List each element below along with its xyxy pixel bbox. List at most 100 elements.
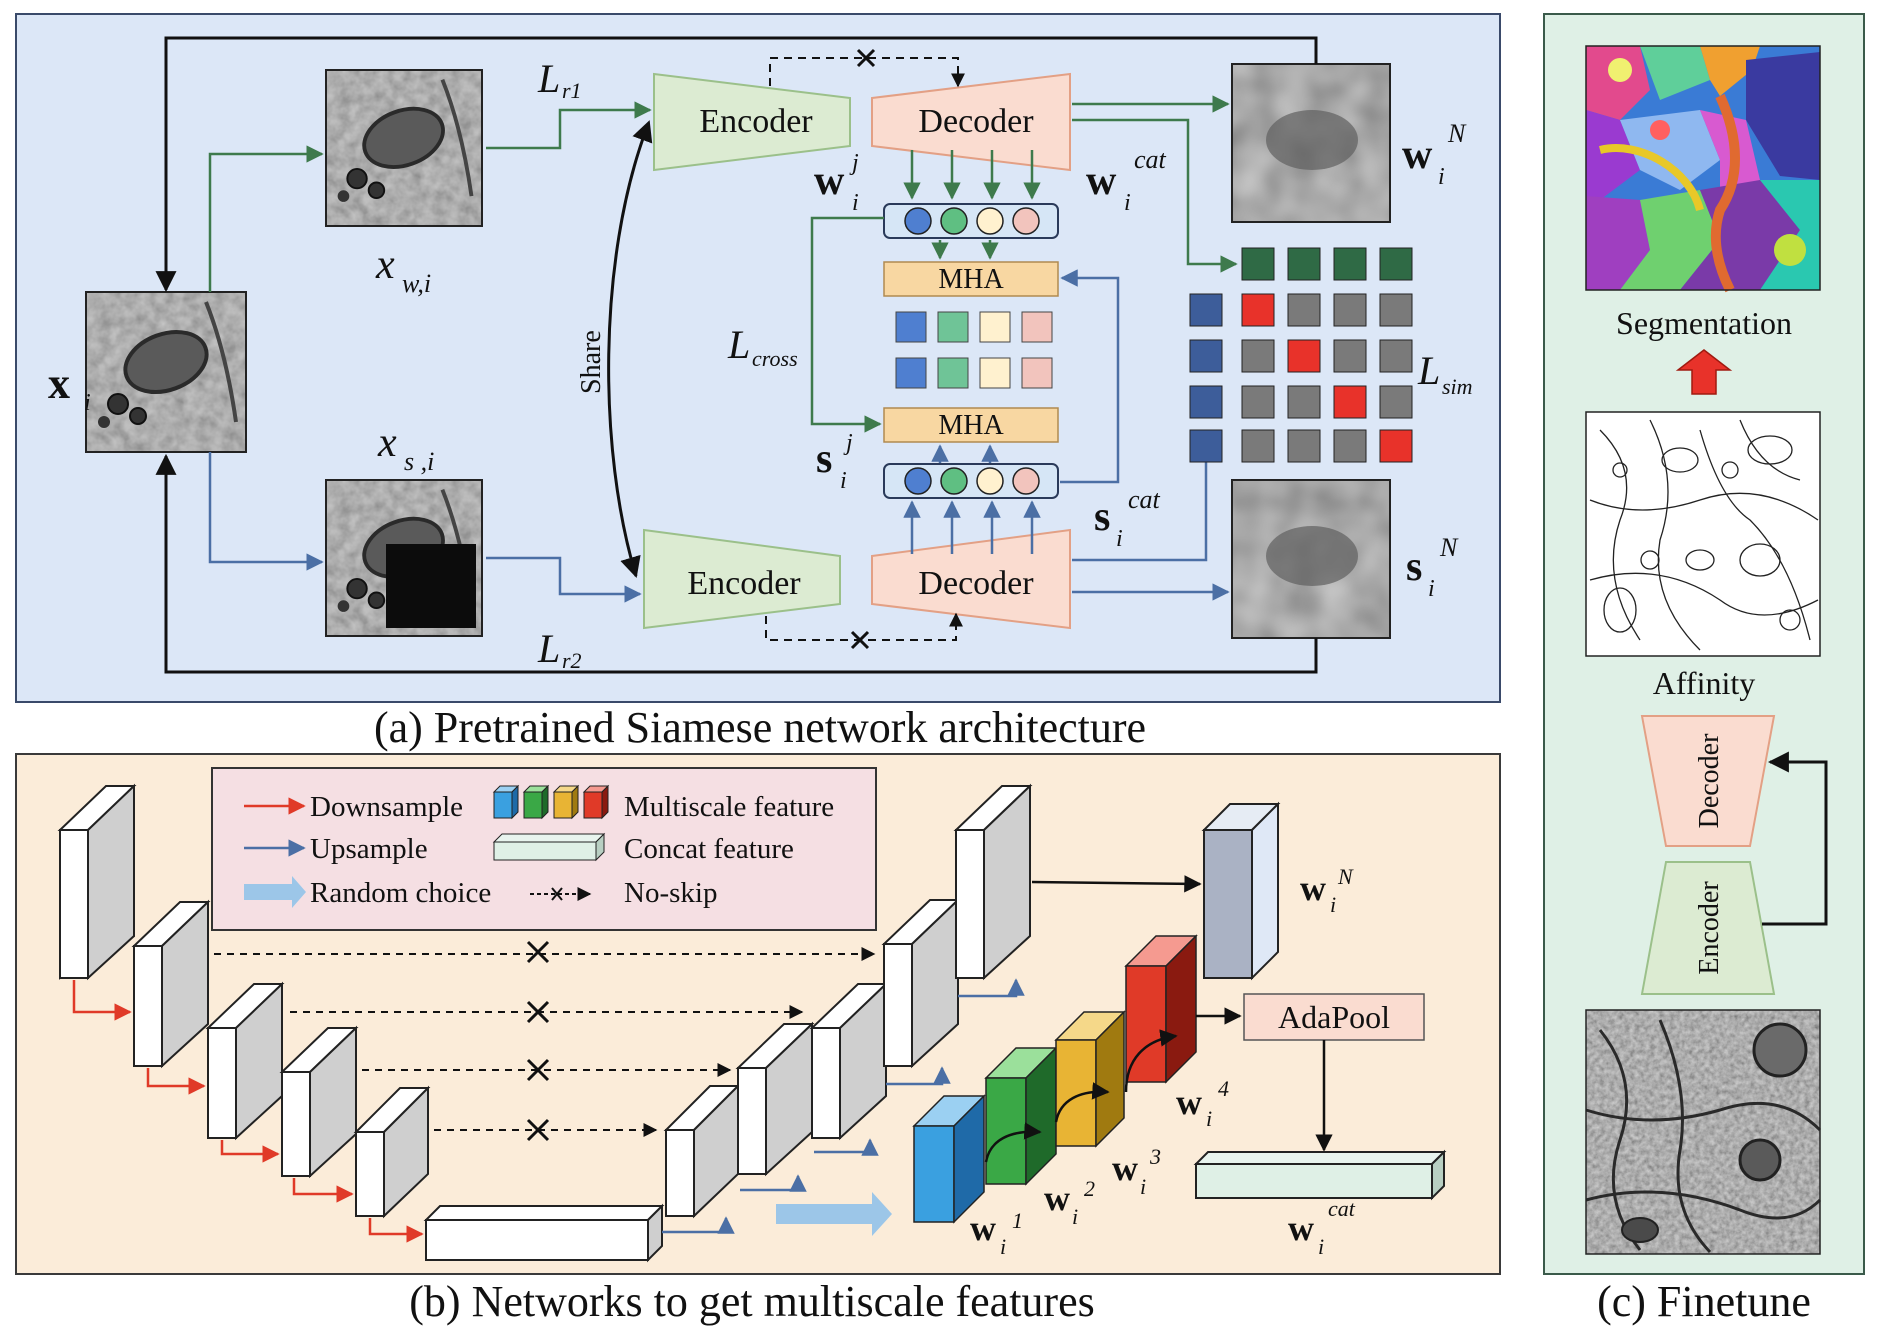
share-arrow: [607, 120, 653, 579]
label-b-w4: w i 4: [1176, 1076, 1229, 1131]
svg-text:s: s: [816, 436, 832, 482]
adapool-box: AdaPool: [1243, 993, 1425, 1041]
svg-text:Decoder: Decoder: [1694, 733, 1725, 829]
share-label: Share: [576, 330, 607, 394]
affinity-map: [1585, 411, 1821, 657]
enc-block-3: [205, 981, 285, 1141]
feature-cube-w4: [1124, 934, 1198, 1084]
encoder-top: Encoder: [653, 72, 851, 172]
svg-text:i: i: [84, 390, 91, 416]
decoder-bottom: Decoder: [871, 528, 1071, 630]
svg-text:s ,i: s ,i: [404, 447, 434, 476]
svg-text:L: L: [727, 322, 750, 367]
s-cat-arrow: [1072, 444, 1215, 562]
weak-aug-image: [326, 70, 482, 226]
cube-chain-arrows: [984, 1029, 1178, 1163]
svg-text:x: x: [377, 420, 397, 466]
svg-text:Encoder: Encoder: [1694, 881, 1725, 975]
svg-text:1: 1: [1012, 1208, 1023, 1233]
svg-text:Decoder: Decoder: [918, 565, 1034, 602]
svg-text:cat: cat: [1128, 485, 1161, 514]
s-to-mha-top-arrow: [1060, 269, 1120, 484]
label-b-wcat: w i cat: [1288, 1196, 1356, 1259]
to-strong-aug-arrow: [208, 452, 324, 571]
downsample-arrows: [72, 980, 424, 1243]
output-block-wN: [1201, 801, 1281, 981]
svg-text:MHA: MHA: [938, 410, 1004, 441]
svg-text:N: N: [1337, 864, 1354, 889]
svg-text:i: i: [1072, 1204, 1078, 1229]
svg-text:w: w: [1300, 868, 1326, 908]
svg-text:w,i: w,i: [402, 269, 431, 298]
s-token-bar: [883, 463, 1059, 499]
no-skip-bottom: [765, 612, 963, 650]
svg-text:i: i: [1000, 1234, 1006, 1259]
enc-block-1: [57, 783, 137, 981]
svg-text:j: j: [849, 150, 859, 176]
svg-text:L: L: [537, 626, 560, 671]
similarity-matrix: [1189, 247, 1413, 463]
label-x-i: x i: [48, 359, 91, 416]
legend-concat-bar: [492, 832, 606, 862]
svg-text:i: i: [1206, 1106, 1212, 1131]
input-image-x: [86, 292, 246, 452]
legend-box: Downsample Upsample Random choice Multis…: [211, 767, 877, 931]
panel-a-caption: (a) Pretrained Siamese network architect…: [374, 703, 1146, 752]
label-b-w2: w i 2: [1044, 1176, 1095, 1229]
svg-text:L: L: [1417, 348, 1440, 393]
svg-text:2: 2: [1084, 1176, 1095, 1201]
svg-text:i: i: [1116, 526, 1123, 552]
affinity-label: Affinity: [1653, 665, 1756, 701]
enc-block-4: [279, 1025, 359, 1179]
svg-text:r1: r1: [562, 78, 582, 103]
label-b-w3: w i 3: [1112, 1144, 1161, 1199]
reconstruction-s-image: [1231, 479, 1391, 639]
label-s-i-N: s i N: [1406, 533, 1459, 602]
svg-text:s: s: [1094, 494, 1110, 540]
unet-encoder-blocks: [57, 783, 665, 1263]
svg-text:MHA: MHA: [938, 264, 1004, 295]
svg-text:i: i: [840, 468, 847, 494]
svg-text:cross: cross: [752, 346, 798, 371]
panel-c-caption: (c) Finetune: [1597, 1277, 1811, 1326]
finetune-decoder: Decoder: [1640, 715, 1776, 847]
legend-downsample: Downsample: [310, 791, 463, 823]
svg-text:i: i: [1438, 164, 1445, 190]
label-s-i-j: s i j: [816, 430, 853, 494]
mha-bottom: MHA: [883, 407, 1059, 443]
decoder-to-s-tokens: [903, 500, 1041, 554]
svg-text:i: i: [1428, 576, 1435, 602]
to-wN-arrow: [1031, 875, 1202, 893]
raw-em-image: [1585, 1009, 1822, 1255]
svg-text:w: w: [1112, 1148, 1138, 1188]
svg-text:cat: cat: [1328, 1196, 1356, 1221]
panel-b-caption: (b) Networks to get multiscale features: [409, 1277, 1094, 1326]
enc-block-2: [131, 899, 211, 1069]
svg-text:L: L: [537, 56, 560, 101]
segmentation-map: [1585, 45, 1821, 293]
svg-text:w: w: [1402, 132, 1433, 178]
feature-cube-w3: [1054, 1010, 1126, 1148]
to-weak-aug-arrow: [208, 145, 324, 292]
svg-text:s: s: [1406, 544, 1422, 590]
feature-cube-w2: [984, 1046, 1058, 1186]
reconstruction-w-image: [1231, 63, 1391, 223]
legend-multiscale: Multiscale feature: [624, 791, 834, 823]
no-skip-lines: [214, 940, 876, 1142]
svg-text:i: i: [1140, 1174, 1146, 1199]
label-loss-r2: L r2: [537, 626, 582, 673]
dec-block-1: [663, 1083, 741, 1219]
label-w-i-j: w i j: [814, 150, 859, 216]
label-w-i-N: w i N: [1402, 119, 1467, 190]
label-s-i-cat: s i cat: [1094, 485, 1161, 552]
decoder-to-w-tokens: [903, 150, 1041, 200]
label-w-i-cat: w i cat: [1086, 145, 1167, 216]
svg-text:w: w: [1288, 1208, 1314, 1248]
svg-text:r2: r2: [562, 648, 582, 673]
legend-no-skip: No-skip: [624, 877, 717, 909]
s-tokens-to-mha: [931, 444, 999, 464]
legend-concat: Concat feature: [624, 833, 794, 865]
label-x-si: x s ,i: [377, 420, 434, 476]
strong-aug-image: [326, 480, 482, 636]
finetune-encoder: Encoder: [1640, 861, 1776, 995]
